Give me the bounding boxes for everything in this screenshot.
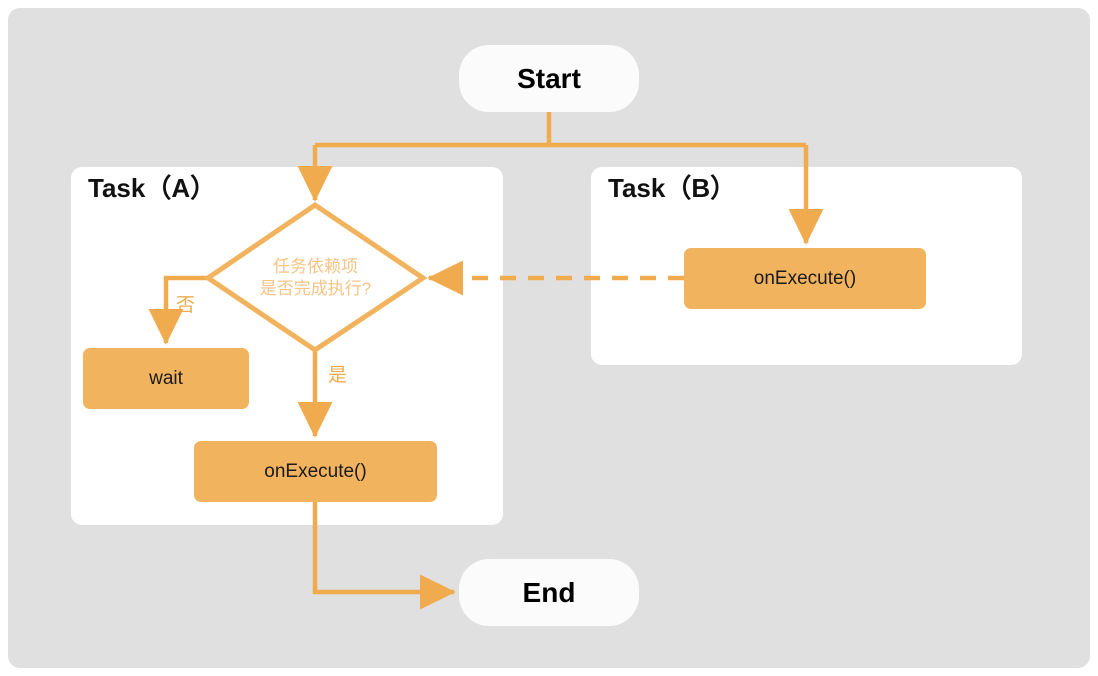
decision-label-line2: 是否完成执行?: [259, 279, 372, 298]
edge-label-yes: 是: [328, 365, 348, 386]
task-a-title: Task（A）: [88, 173, 217, 203]
start-node[interactable]: Start: [459, 45, 639, 112]
decision-label-line1: 任务依赖项: [273, 257, 358, 276]
end-node[interactable]: End: [459, 559, 639, 626]
task-b-execute-box[interactable]: onExecute(): [684, 248, 926, 309]
wait-box[interactable]: wait: [83, 348, 249, 409]
edge-label-no: 否: [176, 295, 196, 316]
decision-label: 任务依赖项 是否完成执行?: [208, 256, 423, 300]
task-b-title: Task（B）: [608, 173, 737, 203]
task-a-execute-box[interactable]: onExecute(): [194, 441, 437, 502]
